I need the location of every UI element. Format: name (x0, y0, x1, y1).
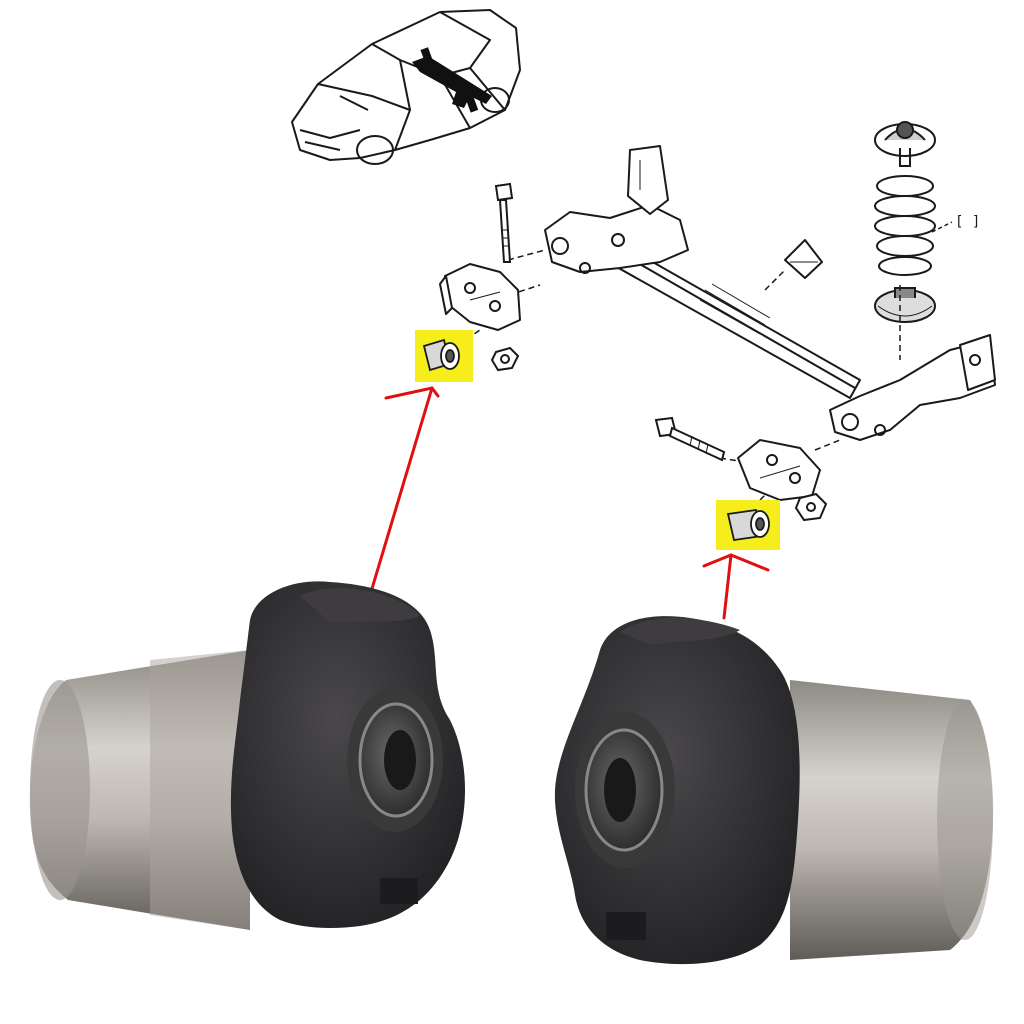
car-location-sketch (291, 9, 521, 165)
right-callout-arrow (722, 553, 733, 620)
car-axle-marker (412, 47, 492, 113)
left-mount-bracket (439, 263, 521, 331)
assembly-guide-lines (457, 249, 901, 501)
bushing-icon (726, 508, 770, 542)
right-mount-bolt (654, 416, 726, 462)
left-mount-bolt (494, 182, 514, 263)
right-bushing-highlight (716, 500, 780, 550)
right-mount-bracket (737, 439, 821, 501)
rear-axle-beam (544, 145, 996, 441)
bracket-legend: [ ] (931, 214, 980, 233)
left-mount-nut (490, 346, 520, 372)
coil-spring-assembly (874, 121, 936, 323)
right-mount-nut (794, 492, 828, 522)
bushing-icon (422, 338, 460, 372)
right-bushing-photo (554, 616, 994, 965)
legend-bracket-glyph: [ ] (955, 214, 980, 230)
callout-arrows (366, 386, 770, 620)
left-bushing-photo (29, 581, 465, 930)
left-callout-arrow (366, 386, 434, 604)
left-bushing-highlight (415, 330, 473, 382)
